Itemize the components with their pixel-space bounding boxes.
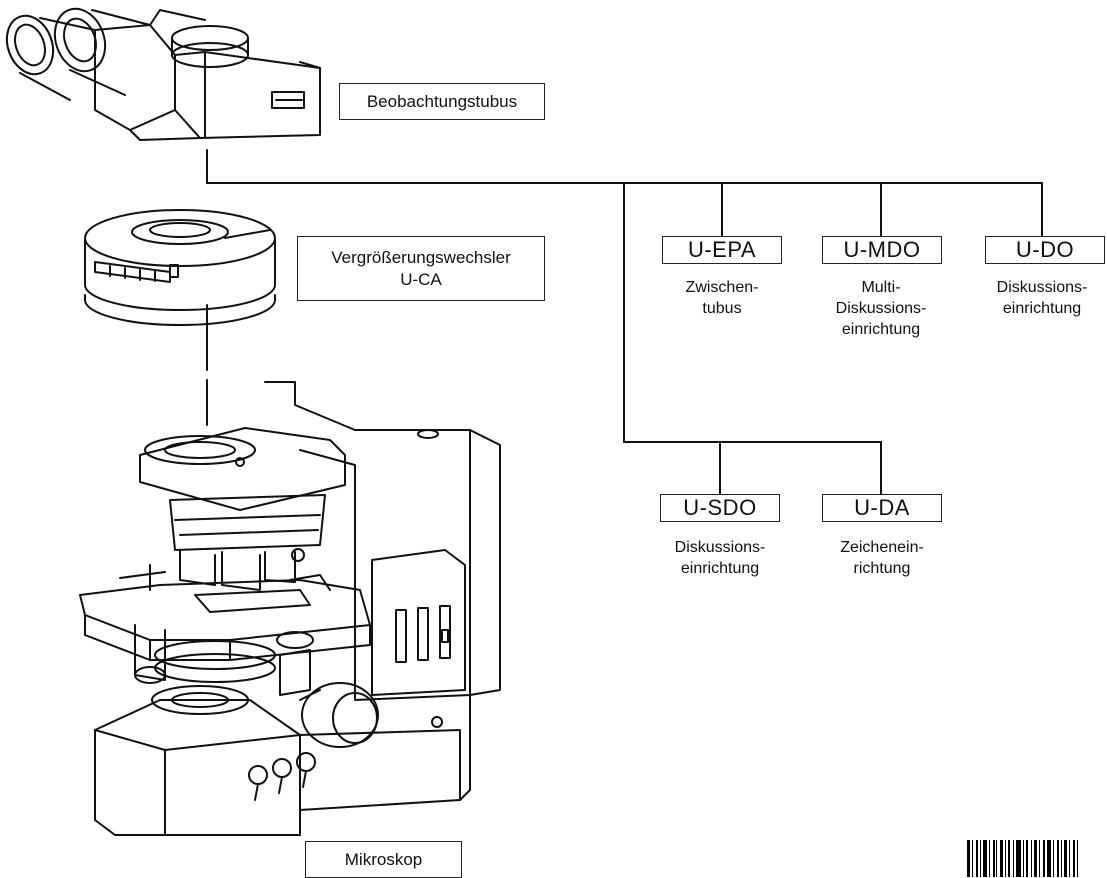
accessory-code-text: U-EPA	[687, 237, 757, 262]
accessory-code-text: U-SDO	[683, 495, 757, 520]
magnification-changer-illustration	[84, 209, 276, 326]
desc-line: einrichtung	[680, 560, 760, 577]
accessory-code-u-sdo: U-SDO	[660, 494, 780, 522]
desc-line: Zwischen-	[685, 279, 759, 296]
desc-line: einrichtung	[841, 321, 921, 338]
observation-tube-illustration	[5, 7, 321, 141]
accessory-desc-u-da: Zeichenein- richtung	[812, 537, 952, 579]
accessory-code-u-da: U-DA	[822, 494, 942, 522]
magnification-changer-label: Vergrößerungswechsler U-CA	[297, 236, 545, 301]
observation-tube-text: Beobachtungstubus	[366, 91, 518, 111]
microscope-label: Mikroskop	[305, 841, 462, 878]
accessory-code-u-mdo: U-MDO	[822, 236, 942, 264]
accessory-desc-u-epa: Zwischen- tubus	[652, 277, 792, 319]
microscope-text: Mikroskop	[344, 849, 423, 869]
desc-line: Diskussions-	[835, 300, 927, 317]
desc-line: Zeichenein-	[840, 539, 924, 556]
accessory-code-u-epa: U-EPA	[662, 236, 782, 264]
accessory-desc-u-do: Diskussions- einrichtung	[972, 277, 1107, 319]
desc-line: tubus	[702, 300, 742, 317]
observation-tube-label: Beobachtungstubus	[339, 83, 545, 120]
microscope-illustration	[79, 381, 501, 836]
barcode	[967, 840, 1107, 877]
magnification-changer-name: Vergrößerungswechsler	[331, 247, 511, 267]
desc-line: Diskussions-	[674, 539, 766, 556]
desc-line: einrichtung	[1002, 300, 1082, 317]
accessory-code-text: U-DO	[1015, 237, 1075, 262]
accessory-code-u-do: U-DO	[985, 236, 1105, 264]
accessory-desc-u-mdo: Multi- Diskussions- einrichtung	[811, 277, 951, 340]
desc-line: richtung	[853, 560, 911, 577]
desc-line: Diskussions-	[996, 279, 1088, 296]
accessory-code-text: U-DA	[854, 495, 910, 520]
accessory-code-text: U-MDO	[843, 237, 921, 262]
accessory-desc-u-sdo: Diskussions- einrichtung	[650, 537, 790, 579]
connector-lines	[206, 149, 1043, 495]
desc-line: Multi-	[861, 279, 901, 296]
magnification-changer-code: U-CA	[400, 269, 442, 289]
